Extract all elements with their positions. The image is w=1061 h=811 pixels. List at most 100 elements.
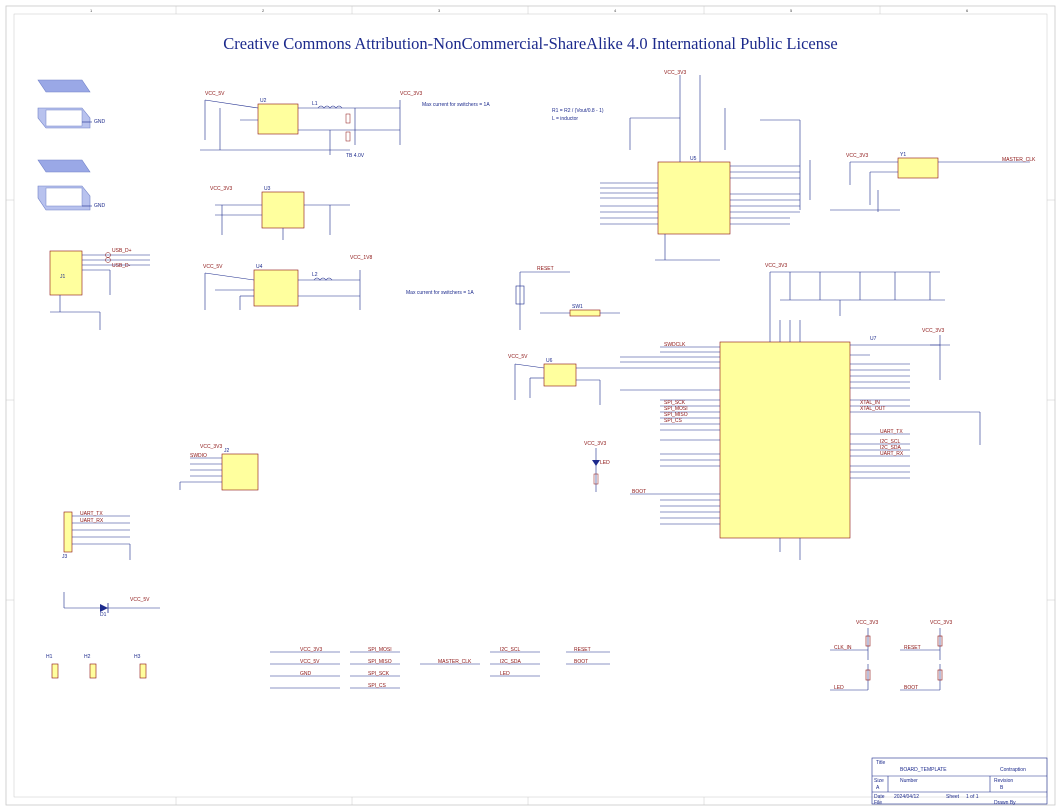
net-label-spi-cs-tp: SPI_CS	[368, 683, 386, 689]
title-block-title-value: BOARD_TEMPLATE	[900, 767, 947, 773]
designator-u2: U2	[260, 98, 267, 104]
net-label-i2c-sda: I2C_SDA	[880, 445, 901, 451]
title-block-revision-value: B	[1000, 785, 1004, 791]
net-label-led: LED	[600, 460, 610, 466]
ldo-u3	[215, 191, 350, 240]
document-title: Creative Commons Attribution-NonCommerci…	[223, 34, 838, 53]
net-label-vcc-3v3-led: VCC_3V3	[584, 441, 607, 447]
designator-u6: U6	[546, 358, 553, 364]
net-label-spi-sck-tp: SPI_SCK	[368, 671, 390, 677]
usb-connector	[49, 250, 150, 330]
status-led	[592, 448, 600, 492]
net-label-boot-pu: BOOT	[904, 685, 919, 691]
net-label-master-clk-tp: MASTER_CLK	[438, 659, 472, 665]
net-label-uart-rx: UART_RX	[880, 451, 904, 457]
title-block-size-value: A	[876, 785, 880, 791]
net-label-vcc-5v-tp: VCC_5V	[300, 659, 320, 665]
zone-marker-1: 1	[90, 8, 93, 13]
designator-j1: J1	[60, 274, 66, 280]
net-label-reset-pu: RESET	[904, 645, 921, 651]
reset-button-sw1	[515, 271, 620, 330]
net-label-swd-io: SWDIO	[190, 453, 207, 459]
designator-j3: J3	[62, 554, 68, 560]
sheet-border	[5, 5, 1056, 806]
annotation-notes-2: L = inductor	[552, 116, 579, 122]
net-label-led-tp: LED	[500, 671, 510, 677]
designator-y1: Y1	[900, 152, 907, 158]
zone-marker-4: 4	[614, 8, 617, 13]
net-label-i2c-sda-tp: I2C_SDA	[500, 659, 521, 665]
net-label-boot-tp: BOOT	[574, 659, 589, 665]
pullup-resistors	[830, 628, 943, 691]
title-block-sheet-value: 1 of 1	[966, 794, 979, 800]
net-label-usb-dm: USB_D-	[112, 263, 131, 269]
title-block-date-label: Date	[874, 794, 885, 800]
protection-diode-d1	[63, 592, 160, 613]
net-label-spi-cs: SPI_CS	[664, 418, 682, 424]
net-label-vcc-3v3-u7: VCC_3V3	[765, 263, 788, 269]
gnd-label-2: GND	[94, 203, 106, 209]
net-label-spi-mosi: SPI_MOSI	[664, 406, 688, 412]
net-label-vcc-3v3: VCC_3V3	[400, 91, 423, 97]
annotation-max-current-2: Max current for switchers = 1A	[406, 290, 474, 296]
zone-marker-3: 3	[438, 8, 441, 13]
uart-header-j3	[63, 511, 131, 560]
test-points	[51, 651, 610, 689]
net-label-vcc-3v3-ldo: VCC_3V3	[210, 186, 233, 192]
designator-d1: D1	[100, 612, 107, 618]
net-label-i2c-scl: I2C_SCL	[880, 439, 901, 445]
microcontroller-u5	[600, 75, 811, 261]
net-label-usb-dp: USB_D+	[112, 248, 132, 254]
designator-u3: U3	[264, 186, 271, 192]
title-block-file-label: File	[874, 800, 883, 806]
mechanical-part-2	[37, 159, 92, 211]
mechanical-part-1	[37, 79, 92, 129]
sheet-inner-border	[13, 13, 1048, 798]
net-label-spi-sck: SPI_SCK	[664, 400, 686, 406]
net-label-swd-clk: SWDCLK	[664, 342, 686, 348]
net-label-vcc-3v3-debug: VCC_3V3	[200, 444, 223, 450]
title-block-drawn-label: Drawn By	[994, 800, 1016, 806]
title-block-title-label: Title	[876, 760, 886, 766]
net-label-reset-tp: RESET	[574, 647, 591, 653]
designator-l1: L1	[312, 101, 318, 107]
net-label-master-clk: MASTER_CLK	[1002, 157, 1036, 163]
title-block-sheet-label: Sheet	[946, 794, 960, 800]
designator-u5: U5	[690, 156, 697, 162]
designator-h1: H1	[46, 654, 53, 660]
net-label-uart-rx-hdr: UART_RX	[80, 518, 104, 524]
net-label-vcc-3v3-pu2: VCC_3V3	[930, 620, 953, 626]
net-label-xtal-in: XTAL_IN	[860, 400, 880, 406]
net-label-vcc-5v: VCC_5V	[205, 91, 225, 97]
main-mcu-u7	[600, 271, 981, 560]
designator-u7: U7	[870, 336, 877, 342]
title-block-date-value: 2024/04/12	[894, 794, 920, 800]
title-block-number-label: Number	[900, 778, 918, 784]
designator-h3: H3	[134, 654, 141, 660]
designator-l2: L2	[312, 272, 318, 278]
annotation-notes-1: R1 = R2 / (Vout/0.8 - 1)	[552, 108, 604, 114]
net-label-uart-tx: UART_TX	[880, 429, 903, 435]
net-label-xtal-out: XTAL_OUT	[860, 406, 886, 412]
annotation-max-current-1: Max current for switchers = 1A	[422, 102, 490, 108]
net-label-vcc-5v-sw: VCC_5V	[203, 264, 223, 270]
zone-ticks	[6, 6, 1055, 805]
net-label-spi-miso-tp: SPI_MISO	[368, 659, 392, 665]
zone-marker-2: 2	[262, 8, 265, 13]
debug-header-j2	[179, 453, 259, 491]
title-block-size-label: Size	[874, 778, 884, 784]
net-label-i2c-scl-tp: I2C_SCL	[500, 647, 521, 653]
net-label-vcc-3v3-pu1: VCC_3V3	[856, 620, 879, 626]
zone-marker-5: 5	[790, 8, 793, 13]
net-label-vcc-3v3-osc: VCC_3V3	[846, 153, 869, 159]
annotation-ldo-output: TB 4.0V	[346, 153, 365, 159]
net-label-led-pu: LED	[834, 685, 844, 691]
gnd-label-1: GND	[94, 119, 106, 125]
title-block-revision-label: Revision	[994, 778, 1014, 784]
net-label-clk-in: CLK_IN	[834, 645, 852, 651]
oscillator-y1	[830, 157, 1030, 212]
net-label-vcc-1v8: VCC_1V8	[350, 255, 373, 261]
net-label-vcc-3v3-u7r: VCC_3V3	[922, 328, 945, 334]
net-label-gnd-tp: GND	[300, 671, 312, 677]
